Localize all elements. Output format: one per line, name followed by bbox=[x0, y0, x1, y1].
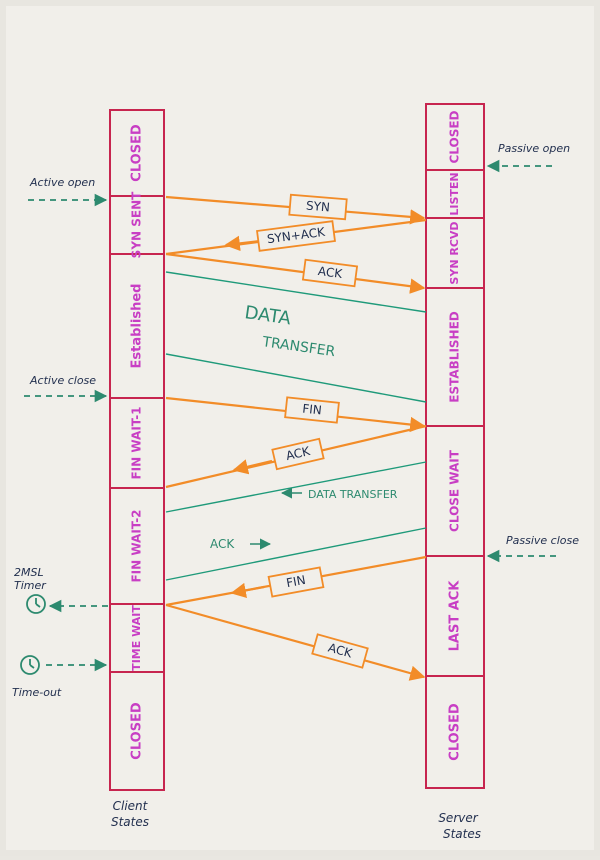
client-state-label: CLOSED bbox=[130, 124, 145, 182]
data-line bbox=[165, 271, 427, 313]
server-state-column bbox=[425, 103, 485, 789]
server-state-label: CLOSED bbox=[448, 703, 463, 761]
server-state-label: CLOSED bbox=[448, 110, 462, 163]
column-captions: Client States Server States bbox=[111, 799, 481, 841]
client-caption-line2: States bbox=[111, 815, 149, 829]
syn-label-text: SYN bbox=[306, 199, 331, 215]
server-caption-line1: Server bbox=[438, 811, 478, 825]
ack-message-line bbox=[165, 252, 426, 294]
final-ack-label-text: ACK bbox=[327, 641, 355, 661]
data-line bbox=[165, 461, 427, 513]
client-state-label: Established bbox=[130, 284, 145, 369]
server-state-label: ESTABLISHED bbox=[448, 311, 462, 403]
green-arrows bbox=[250, 487, 302, 550]
time-out-label: Time-out bbox=[12, 686, 62, 699]
clock-icon bbox=[20, 655, 40, 675]
ack-forward-text: ACK bbox=[210, 537, 235, 551]
client-state-label: FIN WAIT-1 bbox=[130, 406, 144, 479]
message-labels: SYN SYN+ACK ACK FIN ACK FIN ACK bbox=[256, 193, 369, 669]
timer-label-line1: 2MSL bbox=[14, 566, 44, 579]
server-state-labels: CLOSED LISTEN SYN RCVD ESTABLISHED CLOSE… bbox=[448, 110, 463, 760]
data-transfer-back-text: DATA TRANSFER bbox=[308, 488, 398, 501]
ack-back-arrowhead bbox=[232, 459, 273, 475]
clock-icon bbox=[26, 594, 46, 614]
client-state-label: SYN SENT bbox=[130, 191, 144, 258]
fin-back-label-text: FIN bbox=[285, 573, 307, 590]
passive-close-label: Passive close bbox=[506, 534, 579, 547]
client-state-label: TIME WAIT bbox=[130, 605, 143, 671]
paper-sheet bbox=[6, 6, 594, 850]
ack-label: ACK bbox=[301, 258, 359, 288]
syn-ack-arrowhead bbox=[224, 235, 261, 252]
client-state-label: FIN WAIT-2 bbox=[130, 509, 144, 582]
timer-label-line2: Timer bbox=[14, 579, 47, 592]
server-state-closed-final-box bbox=[425, 675, 485, 789]
active-close-label: Active close bbox=[29, 374, 96, 387]
ack-back-label: ACK bbox=[271, 437, 325, 471]
server-state-label: LAST ACK bbox=[448, 580, 463, 652]
client-caption-line1: Client bbox=[113, 799, 149, 813]
client-state-column bbox=[109, 109, 165, 791]
syn-label: SYN bbox=[288, 193, 348, 221]
fin-back-label: FIN bbox=[267, 566, 325, 598]
syn-ack-label: SYN+ACK bbox=[256, 220, 336, 252]
passive-open-label: Passive open bbox=[498, 142, 570, 155]
server-caption-line2: States bbox=[443, 827, 481, 841]
server-state-label: LISTEN bbox=[448, 172, 461, 215]
fin-back-arrowhead bbox=[230, 582, 265, 599]
server-state-label: SYN RCVD bbox=[448, 221, 461, 284]
server-state-label: CLOSE WAIT bbox=[448, 449, 462, 532]
client-state-closed-final-box bbox=[109, 671, 165, 791]
data-line bbox=[165, 353, 427, 403]
active-open-label: Active open bbox=[29, 176, 95, 189]
data-line bbox=[165, 527, 427, 581]
client-state-label: CLOSED bbox=[130, 702, 145, 760]
ack-back-label-text: ACK bbox=[284, 444, 312, 463]
final-ack-label: ACK bbox=[311, 633, 369, 669]
final-ack-message-line bbox=[165, 603, 426, 681]
fin-label-text: FIN bbox=[302, 402, 323, 418]
event-arrows bbox=[24, 159, 556, 672]
fin-label: FIN bbox=[284, 396, 340, 424]
event-labels: Active open Passive open Active close Pa… bbox=[12, 142, 579, 699]
ack-label-text: ACK bbox=[317, 264, 344, 281]
data-transfer-lines bbox=[165, 271, 427, 581]
client-state-labels: CLOSED SYN SENT Established FIN WAIT-1 F… bbox=[130, 124, 145, 760]
